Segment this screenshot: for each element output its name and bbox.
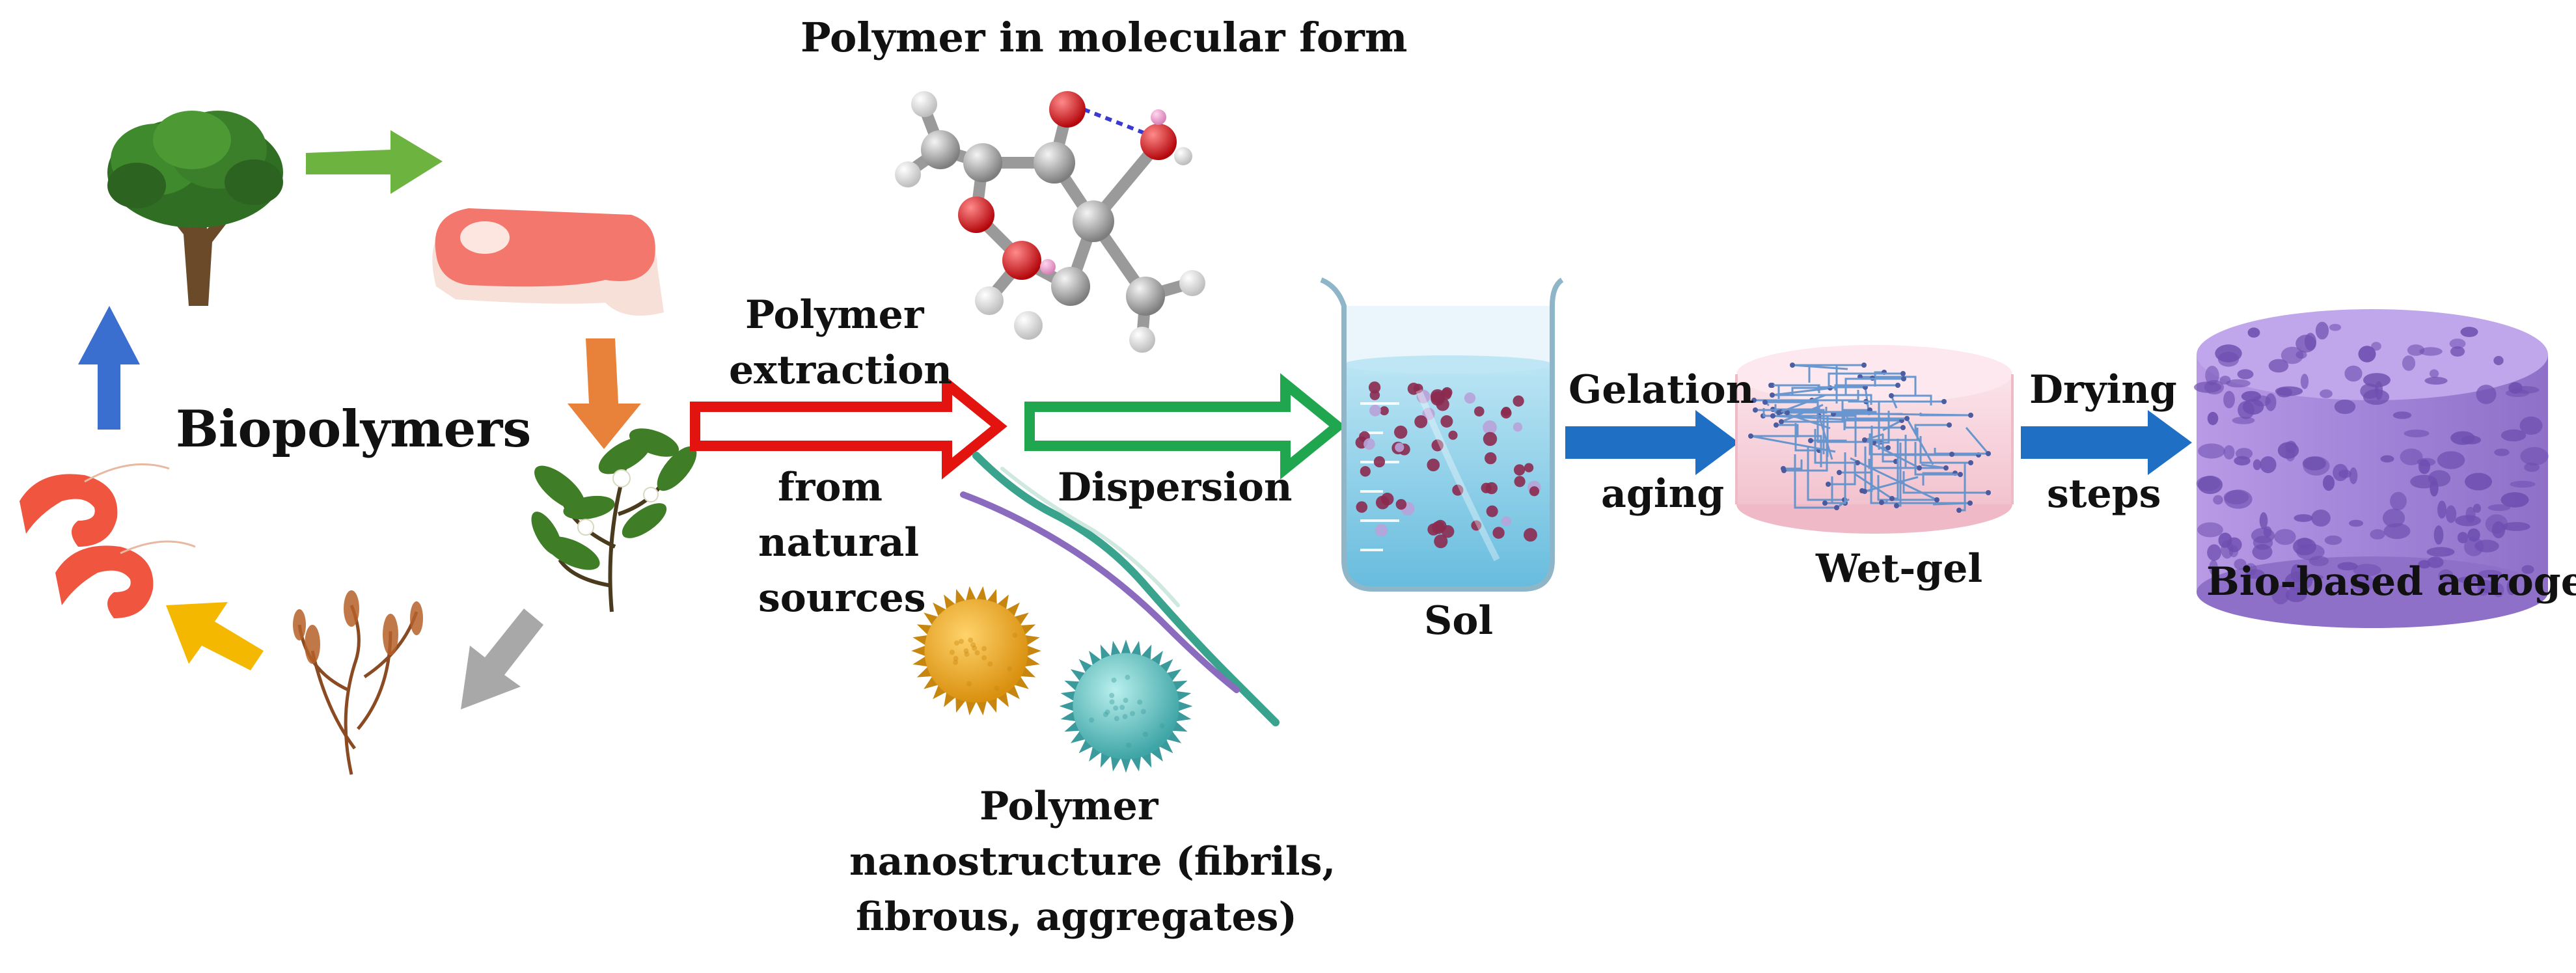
aerogel-icon xyxy=(2193,309,2549,628)
sources-label-line1: from xyxy=(778,465,883,510)
shrimp-icon xyxy=(20,463,196,618)
cycle-arrow-blue xyxy=(78,306,140,430)
gelation-arrow xyxy=(1565,410,1739,475)
wet-gel-icon xyxy=(1735,345,2014,534)
tree-icon xyxy=(107,111,283,306)
beaker-icon xyxy=(1320,277,1564,592)
molecule-icon xyxy=(895,91,1205,353)
biopolymers-label: Biopolymers xyxy=(176,400,532,459)
cycle-arrow-gray xyxy=(461,609,543,709)
aging-label: aging xyxy=(1601,471,1725,517)
seaweed-fronds xyxy=(293,590,423,664)
sources-label-line2: natural xyxy=(758,520,920,566)
cycle-arrow-orange xyxy=(568,338,641,449)
extraction-label-line2: extraction xyxy=(729,348,952,393)
sol-label: Sol xyxy=(1424,598,1494,644)
meat-icon xyxy=(432,208,664,316)
nanostructure-label-line3: fibrous, aggregates) xyxy=(856,894,1297,940)
fibril-icon xyxy=(960,452,1280,726)
nanoparticle-icon xyxy=(911,586,1041,716)
sources-label-line3: sources xyxy=(758,575,926,621)
drying-arrow xyxy=(2021,410,2192,475)
drying-label: Drying xyxy=(2029,367,2177,413)
extraction-label-line1: Polymer xyxy=(745,292,924,338)
cycle-arrow-yellow xyxy=(166,602,264,670)
aerogel-label: Bio-based aerogel xyxy=(2206,559,2576,605)
dispersion-label: Dispersion xyxy=(1058,465,1293,510)
cycle-arrow-green xyxy=(306,130,443,194)
plant-flowers xyxy=(577,469,659,536)
steps-label: steps xyxy=(2047,471,2161,517)
dispersion-arrow xyxy=(1024,373,1346,480)
extraction-arrow xyxy=(690,373,1007,480)
wet-gel-label: Wet-gel xyxy=(1816,546,1983,592)
nanostructure-label-line2: nanostructure (fibrils, xyxy=(849,839,1336,884)
gelation-label: Gelation xyxy=(1569,367,1755,413)
molecular-form-label: Polymer in molecular form xyxy=(801,14,1408,61)
nanoparticle-icon xyxy=(1059,639,1193,773)
plant-leaves xyxy=(531,428,697,570)
nanostructure-label-line1: Polymer xyxy=(980,784,1158,829)
